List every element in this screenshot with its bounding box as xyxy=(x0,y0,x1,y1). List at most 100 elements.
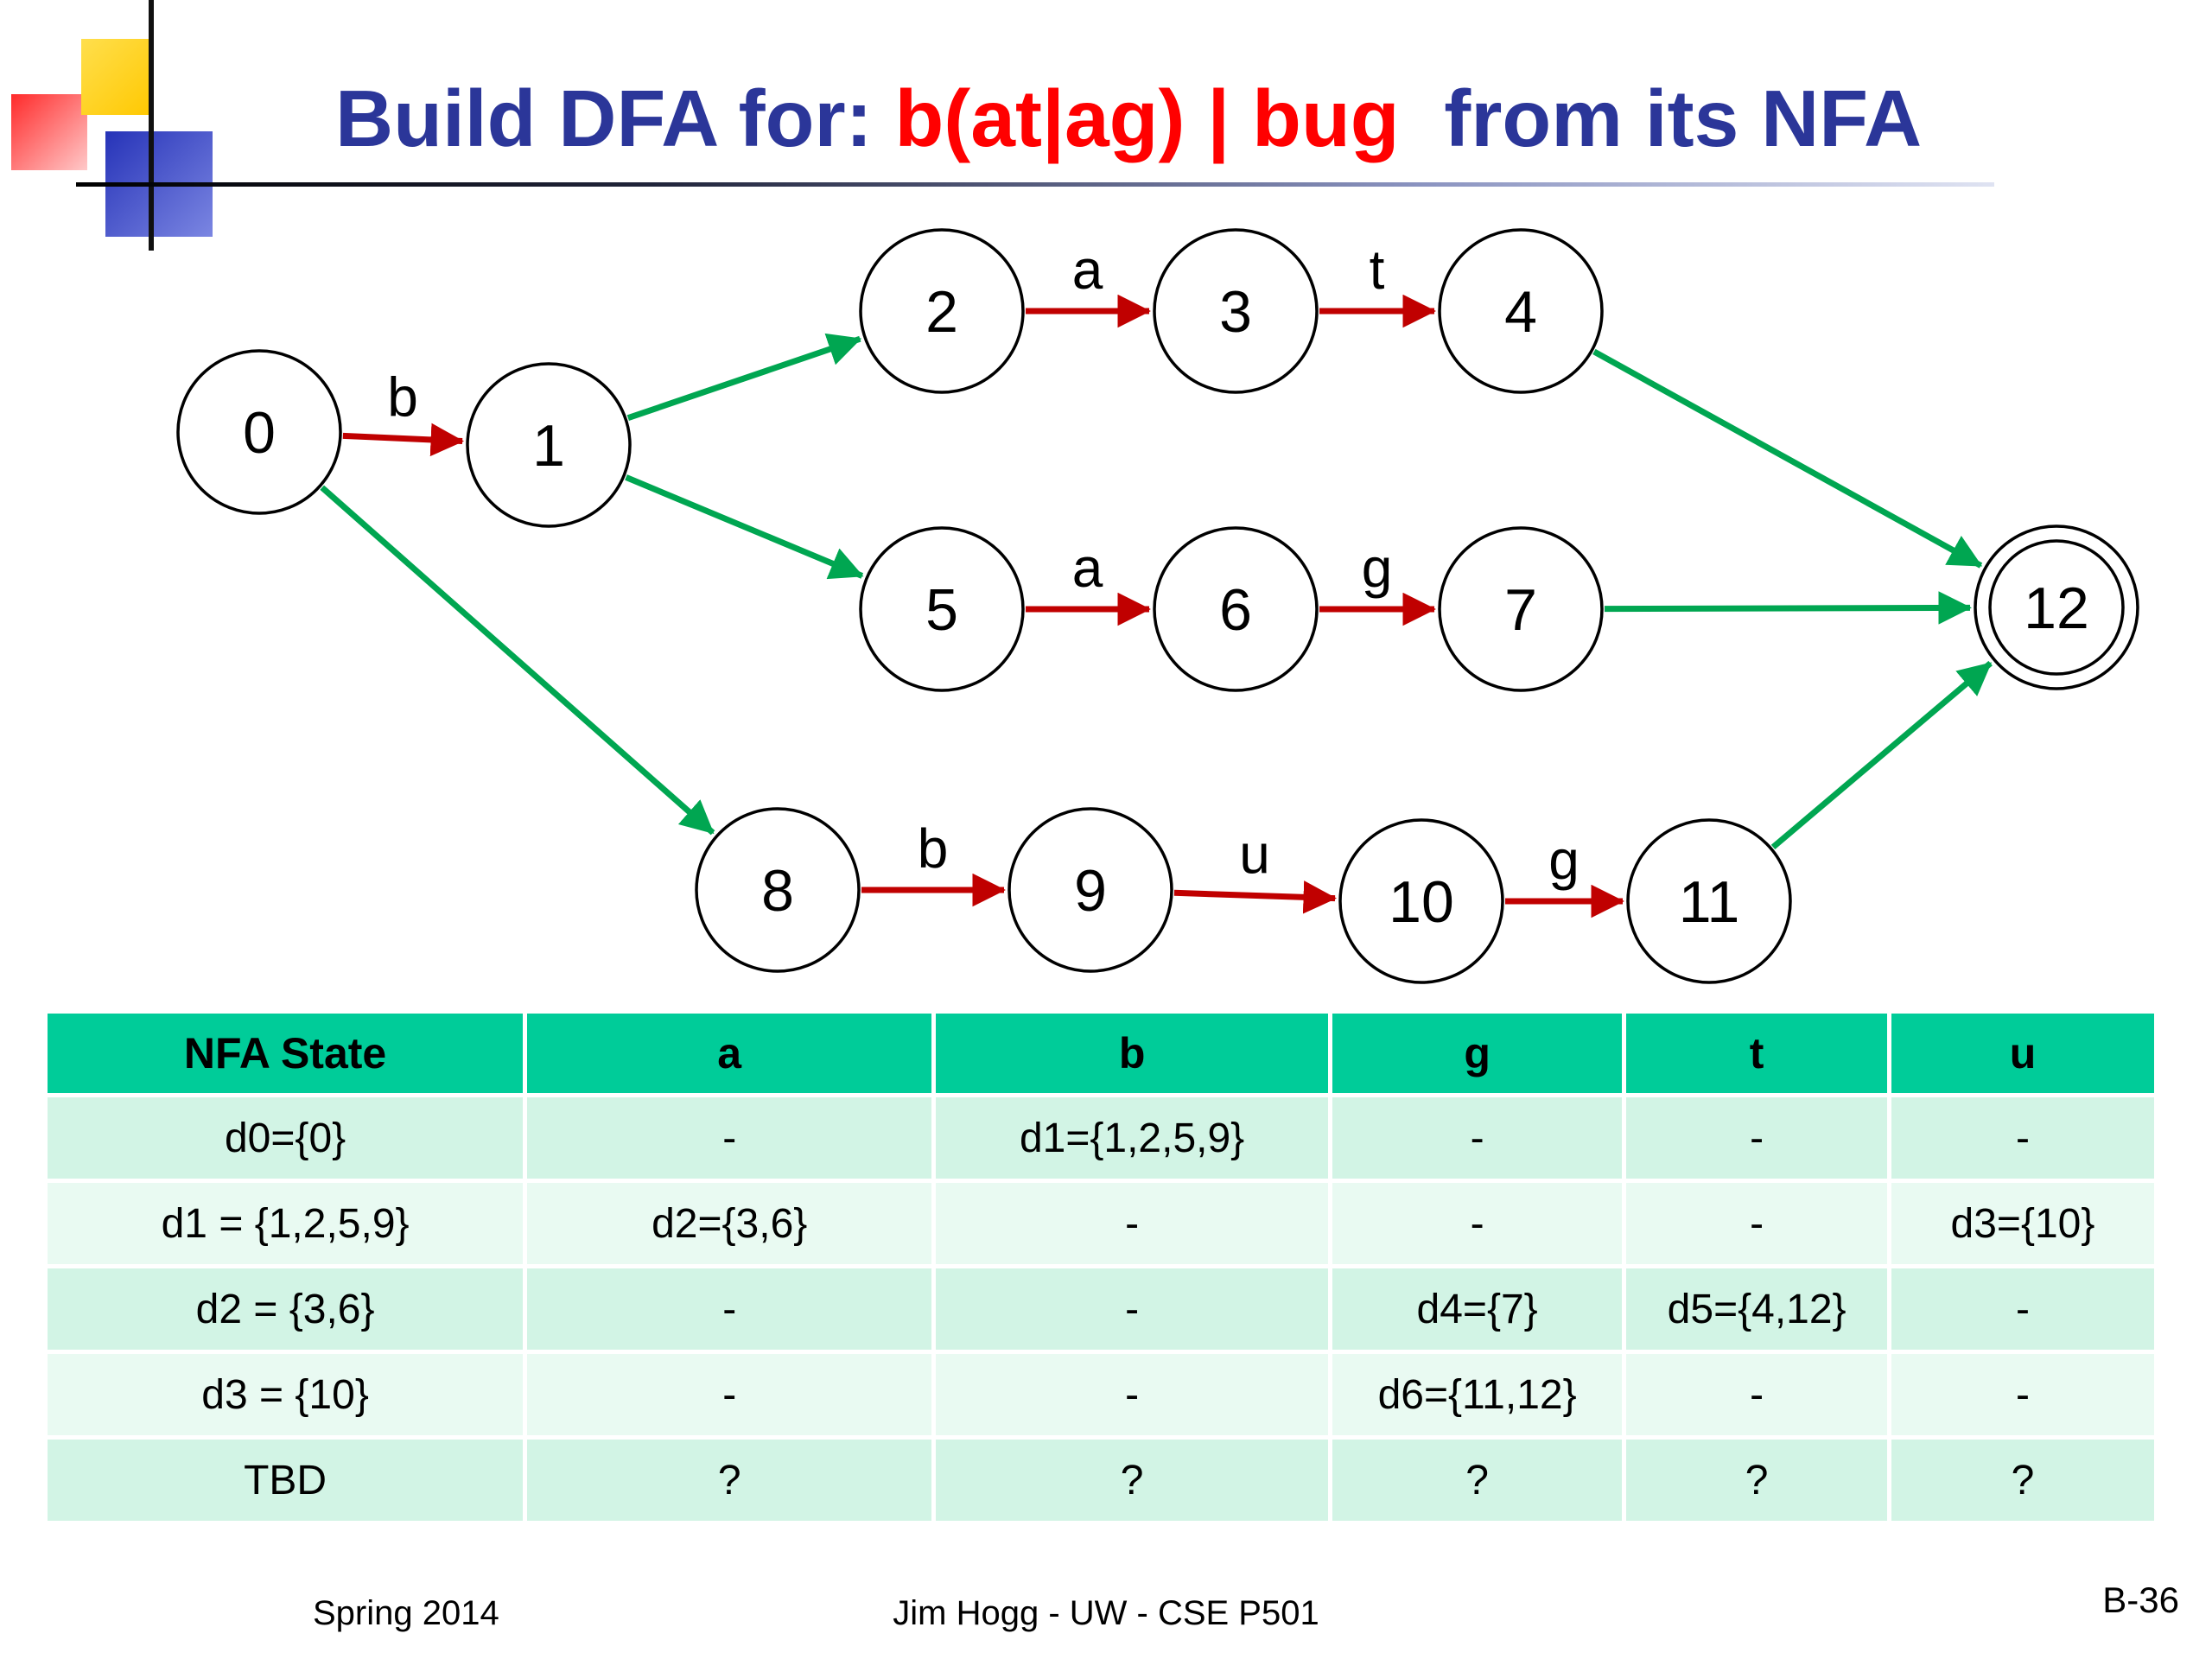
table-cell: TBD xyxy=(48,1440,524,1521)
nfa-state-label: 0 xyxy=(243,400,276,466)
epsilon-arrow xyxy=(1592,348,1983,569)
transition-label: g xyxy=(1362,537,1393,599)
epsilon-arrow xyxy=(1604,591,1972,625)
table-header-cell: g xyxy=(1332,1014,1623,1093)
nfa-state-label: 1 xyxy=(532,413,565,479)
table-cell: d4={7} xyxy=(1332,1268,1623,1350)
nfa-state-label: 11 xyxy=(1679,869,1740,935)
table-cell: - xyxy=(1891,1268,2154,1350)
table-header-cell: u xyxy=(1891,1014,2154,1093)
footer-term: Spring 2014 xyxy=(313,1594,499,1632)
nfa-edges: b a t a g b u g xyxy=(320,238,1993,918)
table-cell: - xyxy=(527,1354,932,1435)
title-underline xyxy=(76,182,1994,187)
nfa-state-circle xyxy=(859,228,1025,394)
table-cell: d2={3,6} xyxy=(527,1183,932,1264)
title-regex-red: b(at|ag) | bug xyxy=(894,73,1400,163)
table-cell: d3 = {10} xyxy=(48,1354,524,1435)
nfa-state-label: 7 xyxy=(1504,577,1537,643)
transition-label: t xyxy=(1370,238,1385,301)
table-row: d2 = {3,6}--d4={7}d5={4,12}- xyxy=(48,1268,2154,1350)
table-cell: - xyxy=(936,1268,1328,1350)
table-cell: - xyxy=(1891,1097,2154,1179)
table-header-cell: t xyxy=(1626,1014,1887,1093)
deco-yellow-square xyxy=(81,39,154,115)
table-cell: d1={1,2,5,9} xyxy=(936,1097,1328,1179)
table-row: d0={0}-d1={1,2,5,9}--- xyxy=(48,1097,2154,1179)
nfa-state-circle xyxy=(1338,818,1504,984)
table-cell: - xyxy=(936,1354,1328,1435)
nfa-state-circle xyxy=(859,526,1025,692)
table-header-cell: b xyxy=(936,1014,1328,1093)
table-cell: ? xyxy=(527,1440,932,1521)
table-header-cell: NFA State xyxy=(48,1014,524,1093)
nfa-state-circle xyxy=(1626,818,1792,984)
deco-red-square xyxy=(11,94,87,170)
nfa-state-label: 9 xyxy=(1074,858,1107,924)
table-cell: d1 = {1,2,5,9} xyxy=(48,1183,524,1264)
table-cell: - xyxy=(1332,1097,1623,1179)
transition-arrow xyxy=(342,423,465,457)
nfa-state-label: 4 xyxy=(1504,279,1537,345)
table-cell: ? xyxy=(1332,1440,1623,1521)
nfa-state-label: 3 xyxy=(1219,279,1252,345)
table-cell: d6={11,12} xyxy=(1332,1354,1623,1435)
table-cell: d2 = {3,6} xyxy=(48,1268,524,1350)
table-cell: ? xyxy=(936,1440,1328,1521)
nfa-state-circle xyxy=(1153,228,1319,394)
transition-arrow xyxy=(1173,880,1337,914)
nfa-state-circle xyxy=(695,807,861,973)
table-cell: ? xyxy=(1626,1440,1887,1521)
epsilon-arrow xyxy=(1770,660,1993,850)
table-header-cell: a xyxy=(527,1014,932,1093)
transition-label: g xyxy=(1548,829,1580,891)
nfa-state-circle xyxy=(1007,807,1173,973)
deco-vertical-line xyxy=(149,0,154,251)
transition-label: u xyxy=(1239,823,1270,885)
footer-author: Jim Hogg - UW - CSE P501 xyxy=(893,1594,1319,1632)
nfa-state-label: 2 xyxy=(925,279,958,345)
table-cell: - xyxy=(1891,1354,2154,1435)
table-cell: - xyxy=(936,1183,1328,1264)
nfa-state-label: 6 xyxy=(1219,577,1252,643)
title-text-blue-2: from its NFA xyxy=(1399,73,1923,163)
nfa-state-label: 8 xyxy=(761,858,794,924)
nfa-state-label: 10 xyxy=(1389,869,1454,935)
nfa-state-circle xyxy=(466,362,632,528)
title-text-blue: Build DFA for: xyxy=(335,73,895,163)
table-cell: d3={10} xyxy=(1891,1183,2154,1264)
table-row: d3 = {10}--d6={11,12}-- xyxy=(48,1354,2154,1435)
table-cell: - xyxy=(1626,1097,1887,1179)
accepting-state-inner-circle xyxy=(1988,539,2125,676)
transition-label: b xyxy=(918,817,949,880)
nfa-state-label: 12 xyxy=(2024,575,2089,641)
nfa-state-circle xyxy=(176,349,342,515)
transition-label: b xyxy=(387,365,418,428)
table-cell: ? xyxy=(1891,1440,2154,1521)
transition-label: a xyxy=(1072,238,1103,301)
nfa-state-circle xyxy=(1438,228,1604,394)
table-cell: d5={4,12} xyxy=(1626,1268,1887,1350)
table-cell: - xyxy=(527,1268,932,1350)
table-row: d1 = {1,2,5,9}d2={3,6}---d3={10} xyxy=(48,1183,2154,1264)
table-cell: - xyxy=(1626,1354,1887,1435)
nfa-state-circle xyxy=(1153,526,1319,692)
epsilon-arrow xyxy=(320,485,715,836)
table-cell: - xyxy=(1626,1183,1887,1264)
nfa-state-circle xyxy=(1438,526,1604,692)
table-cell: d0={0} xyxy=(48,1097,524,1179)
transition-label: a xyxy=(1072,537,1103,599)
epsilon-arrow xyxy=(626,333,862,422)
slide-title: Build DFA for: b(at|ag) | bug from its N… xyxy=(335,73,1922,165)
table-cell: - xyxy=(527,1097,932,1179)
nfa-state-label: 5 xyxy=(925,577,958,643)
table-row: TBD????? xyxy=(48,1440,2154,1521)
epsilon-arrow xyxy=(625,474,864,580)
table-cell: - xyxy=(1332,1183,1623,1264)
slide-number: B-36 xyxy=(2102,1580,2179,1620)
